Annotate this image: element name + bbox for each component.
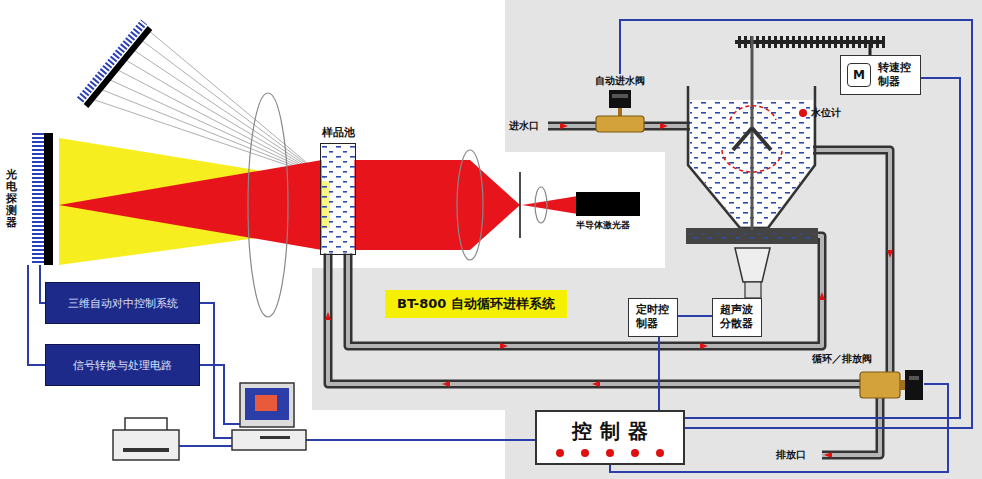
controller-box: 定时控制器 — [628, 298, 678, 337]
laser-beam — [522, 196, 578, 214]
motor-symbol: M — [847, 63, 871, 87]
part-label: 进水口 — [509, 119, 539, 133]
controller-box: 控制器 — [535, 410, 685, 465]
sample-cell — [320, 143, 356, 255]
lens — [457, 150, 483, 260]
detector: 光电探测器 — [6, 133, 53, 265]
computer — [232, 383, 306, 450]
indicator-lights — [556, 449, 664, 457]
pinhole — [519, 172, 521, 238]
node-text: 自动进水阀 — [595, 74, 645, 88]
laser: 半导体激光器 — [576, 192, 640, 232]
control-box: 信号转换与处理电路 — [45, 344, 200, 386]
node-text: 光电探测器 — [6, 169, 17, 229]
grey-panel — [312, 0, 982, 479]
node-text: 信号转换与处理电路 — [73, 358, 172, 373]
laser-body — [576, 192, 640, 216]
part-label: 水位计 — [811, 106, 841, 120]
control-box: 三维自动对中控制系统 — [45, 282, 200, 324]
signal-wire — [178, 303, 535, 446]
control-wire — [28, 265, 45, 365]
lens — [535, 187, 547, 223]
controller-box: 转速控制器 M — [840, 55, 921, 95]
indicator-dot — [581, 449, 589, 457]
controller-box: 超声波分散器 — [712, 298, 762, 337]
printer — [113, 418, 179, 460]
node-text: 循环／排放阀 — [812, 352, 872, 366]
lens — [248, 93, 288, 317]
control-wire — [620, 20, 972, 428]
indicator-dot — [656, 449, 664, 457]
node-text: 定时控制器 — [636, 303, 670, 332]
detector-comb — [32, 133, 44, 265]
angled-detector-comb — [80, 22, 144, 100]
detector-bar — [44, 133, 53, 265]
indicator-dot — [606, 449, 614, 457]
node-text: 三维自动对中控制系统 — [68, 296, 178, 311]
angled-detector — [86, 28, 150, 106]
particles — [321, 144, 355, 254]
tank — [686, 36, 885, 298]
system-label: BT-800 自动循环进样系统 — [385, 290, 567, 318]
laser-beam — [59, 160, 322, 250]
part-label: 排放口 — [776, 448, 806, 462]
control-wire — [658, 337, 660, 410]
node-text: 样品池 — [322, 125, 355, 140]
valve: 循环／排放阀 — [812, 352, 924, 406]
node-text: 转速控制器 — [878, 61, 914, 89]
valve: 自动进水阀 — [590, 74, 650, 134]
sample-cell-box: 样品池 — [314, 125, 362, 255]
drain-valve — [812, 366, 924, 406]
node-text: 半导体激光器 — [576, 219, 630, 232]
laser-beam — [354, 160, 520, 250]
node-text: M — [853, 68, 865, 82]
node-text: 超声波分散器 — [720, 303, 754, 332]
node-text: 控制器 — [564, 418, 656, 445]
indicator-dot — [631, 449, 639, 457]
scatter-cone — [59, 138, 330, 265]
control-wire — [685, 78, 960, 418]
node-text: BT-800 自动循环进样系统 — [397, 295, 555, 313]
inlet-valve — [590, 90, 650, 134]
indicator-dot — [556, 449, 564, 457]
pipe — [328, 126, 890, 455]
control-wire — [678, 315, 712, 317]
